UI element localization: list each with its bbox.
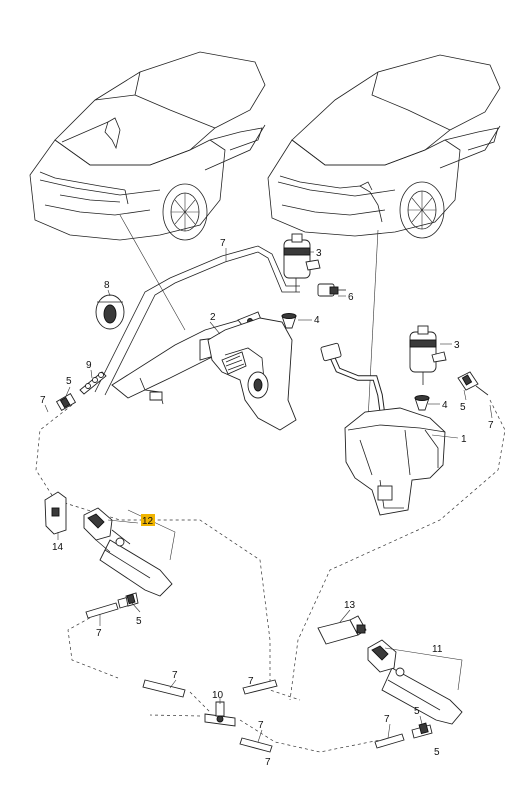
callout-8: 8	[104, 280, 110, 291]
callout-5: 5	[460, 402, 466, 413]
callout-9: 9	[86, 360, 92, 371]
callout-7: 7	[384, 714, 390, 725]
callout-7: 7	[172, 670, 178, 681]
part-3-washer-pump-left	[283, 233, 321, 292]
callout-7: 7	[96, 628, 102, 639]
callout-7: 7	[220, 238, 226, 249]
callout-5: 5	[136, 616, 142, 627]
part-14-bracket	[44, 491, 67, 535]
part-6-electrical-plug	[317, 283, 346, 297]
callout-7: 7	[40, 395, 46, 406]
callout-12-highlight	[141, 514, 155, 526]
part-10-t-connector	[204, 701, 236, 727]
callout-5: 5	[66, 376, 72, 387]
part-5-connector-right	[457, 371, 489, 396]
callout-4: 4	[314, 315, 320, 326]
callout-3: 3	[454, 340, 460, 351]
part-13-control-unit	[317, 615, 367, 645]
car-illustration-left	[29, 51, 266, 241]
callout-7: 7	[248, 676, 254, 687]
part-8-grommet	[95, 294, 125, 330]
reservoir-housing-left	[207, 317, 297, 431]
callout-7: 7	[258, 720, 264, 731]
callout-3: 3	[316, 248, 322, 259]
callout-5: 5	[434, 747, 440, 758]
callout-2: 2	[210, 312, 216, 323]
callout-labels: 7 3 8 6 2 4 3 9 5 7 4 5 7 1 12 14 13 5 7…	[40, 238, 494, 768]
callout-13: 13	[344, 600, 356, 611]
callout-14: 14	[52, 542, 64, 553]
part-11-telescopic-nozzle-right	[367, 639, 463, 725]
part-9-hose-connector	[79, 371, 107, 395]
callout-7: 7	[488, 420, 494, 431]
part-3-washer-pump-right	[409, 325, 447, 385]
part-12-telescopic-nozzle-left	[83, 507, 173, 597]
callout-12: 12	[142, 516, 154, 527]
callout-7: 7	[265, 757, 271, 768]
callout-4: 4	[442, 400, 448, 411]
part-4-seal-right	[414, 395, 430, 411]
callout-10: 10	[212, 690, 224, 701]
hose-sections	[85, 592, 433, 753]
part-4-seal-left	[281, 313, 297, 329]
part-1-washer-reservoir	[320, 342, 446, 516]
callout-5: 5	[414, 706, 420, 717]
washer-hose-routing	[35, 245, 506, 753]
callout-6: 6	[348, 292, 354, 303]
car-illustration-right	[267, 54, 501, 239]
part-5-connector-left	[55, 393, 77, 411]
callout-11: 11	[432, 644, 443, 655]
callout-1: 1	[461, 434, 467, 445]
